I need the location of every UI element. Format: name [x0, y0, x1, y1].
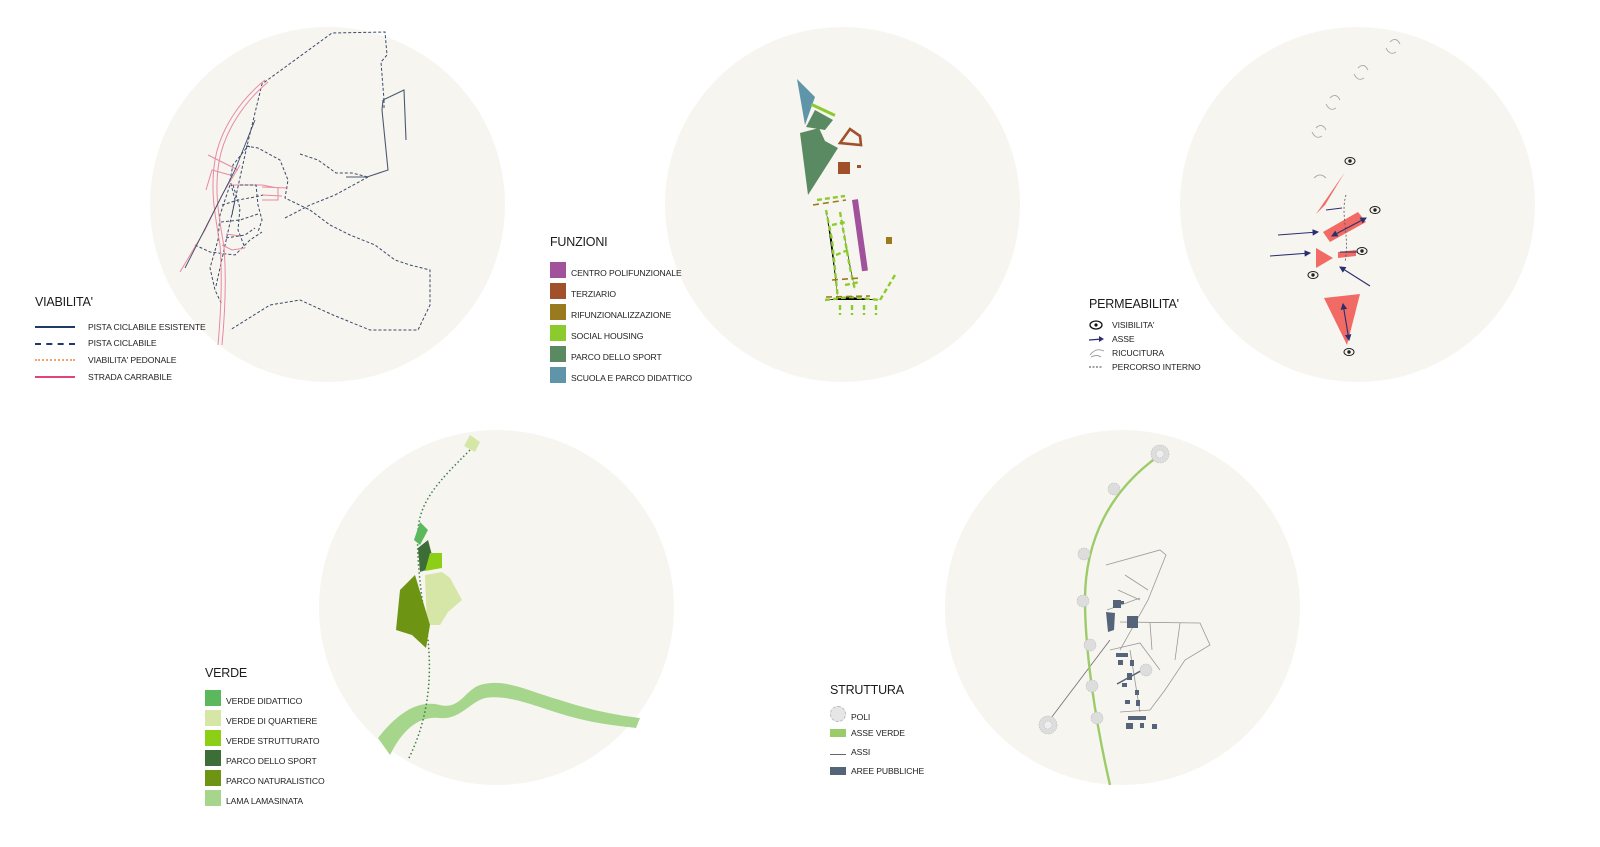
legend-item-verde-di-quartiere: VERDE DI QUARTIERE [205, 710, 325, 726]
legend-label: VISIBILITA' [1112, 320, 1155, 330]
verde-legend-title: VERDE [205, 666, 248, 680]
legend-item-visibilita: VISIBILITA' [1089, 320, 1201, 330]
struttura-legend-title: STRUTTURA [830, 683, 904, 697]
legend-item-social-housing: SOCIAL HOUSING [550, 325, 692, 341]
legend-item-rifunzionalizzazione: RIFUNZIONALIZZAZIONE [550, 304, 692, 320]
legend-label: PARCO DELLO SPORT [226, 756, 317, 766]
color-swatch [830, 729, 846, 737]
color-swatch [205, 770, 221, 786]
legend-label: ASSE [1112, 334, 1135, 344]
legend-label: VIABILITA' PEDONALE [88, 355, 177, 365]
legend-item-parco-naturalistico: PARCO NATURALISTICO [205, 770, 325, 786]
legend-label: AREE PUBBLICHE [851, 766, 925, 776]
legend-label: VERDE STRUTTURATO [226, 736, 320, 746]
legend-item-viabilita-pedonale: VIABILITA' PEDONALE [35, 355, 206, 365]
funzioni-legend-title: FUNZIONI [550, 235, 608, 249]
verde-legend: VERDE VERDE DIDATTICO VERDE DI QUARTIERE… [205, 666, 325, 806]
legend-item-verde-strutturato: VERDE STRUTTURATO [205, 730, 325, 746]
legend-label: VERDE DI QUARTIERE [226, 716, 318, 726]
color-swatch [550, 325, 566, 341]
legend-label: CENTRO POLIFUNZIONALE [571, 268, 682, 278]
dotted-line-icon [35, 356, 75, 364]
legend-item-parco-dello-sport: PARCO DELLO SPORT [205, 750, 325, 766]
legend-label: LAMA LAMASINATA [226, 796, 303, 806]
color-swatch [205, 710, 221, 726]
funzioni-map-circle [665, 27, 1020, 382]
legend-item-asse-verde: ASSE VERDE [830, 728, 924, 738]
legend-item-verde-didattico: VERDE DIDATTICO [205, 690, 325, 706]
pole-circle-icon [830, 706, 846, 722]
legend-item-terziario: TERZIARIO [550, 283, 692, 299]
legend-item-lama-lamasinata: LAMA LAMASINATA [205, 790, 325, 806]
color-swatch [550, 262, 566, 278]
stitch-arrows-icon [1089, 348, 1105, 358]
legend-label: STRADA CARRABILE [88, 372, 172, 382]
legend-item-poli: POLI [830, 706, 924, 722]
viabilita-map-circle [150, 27, 505, 382]
legend-label: ASSE VERDE [851, 728, 905, 738]
permeabilita-map-circle [1180, 27, 1535, 382]
eye-icon [1089, 320, 1105, 330]
dashed-line-icon [1089, 362, 1105, 372]
legend-label: POLI [851, 712, 871, 722]
color-swatch [550, 283, 566, 299]
verde-map-circle [319, 430, 674, 785]
eye-icons [1307, 157, 1381, 356]
legend-item-scuola-e-parco-didattico: SCUOLA E PARCO DIDATTICO [550, 367, 692, 383]
legend-item-pista-ciclabile: PISTA CICLABILE [35, 338, 206, 348]
color-swatch [205, 750, 221, 766]
legend-label: ASSI [851, 747, 871, 757]
solid-line-icon [35, 323, 75, 331]
color-swatch [550, 367, 566, 383]
color-swatch [205, 730, 221, 746]
line-icon [830, 753, 846, 755]
legend-label: TERZIARIO [571, 289, 616, 299]
legend-item-strada-carrabile: STRADA CARRABILE [35, 372, 206, 382]
dashed-line-icon [35, 339, 75, 347]
legend-label: PARCO NATURALISTICO [226, 776, 325, 786]
color-swatch [550, 304, 566, 320]
legend-label: PISTA CICLABILE [88, 338, 157, 348]
legend-item-pista-ciclabile-esistente: PISTA CICLABILE ESISTENTE [35, 322, 206, 332]
legend-item-parco-dello-sport: PARCO DELLO SPORT [550, 346, 692, 362]
legend-item-centro-polifunzionale: CENTRO POLIFUNZIONALE [550, 262, 692, 278]
legend-label: PISTA CICLABILE ESISTENTE [88, 322, 206, 332]
color-swatch [205, 790, 221, 806]
struttura-legend: STRUTTURA POLI ASSE VERDE ASSI AREE PUBB… [830, 683, 924, 776]
legend-item-percorso-interno: PERCORSO INTERNO [1089, 362, 1201, 372]
permeabilita-legend: PERMEABILITA' VISIBILITA' ASSE RICUCITUR… [1088, 297, 1201, 372]
legend-item-aree-pubbliche: AREE PUBBLICHE [830, 766, 924, 776]
legend-label: RIFUNZIONALIZZAZIONE [571, 310, 672, 320]
color-swatch [205, 690, 221, 706]
viabilita-legend-title: VIABILITA' [35, 295, 93, 309]
solid-line-icon [35, 373, 75, 381]
legend-item-assi: ASSI [830, 747, 924, 757]
legend-label: VERDE DIDATTICO [226, 696, 303, 706]
arrow-icon [1088, 334, 1105, 344]
legend-label: RICUCITURA [1112, 348, 1164, 358]
legend-label: PARCO DELLO SPORT [571, 352, 662, 362]
legend-label: SOCIAL HOUSING [571, 331, 644, 341]
funzioni-legend: FUNZIONI CENTRO POLIFUNZIONALE TERZIARIO… [550, 235, 692, 383]
legend-item-asse: ASSE [1088, 334, 1201, 344]
permeabilita-legend-title: PERMEABILITA' [1089, 297, 1179, 311]
viabilita-legend: VIABILITA' PISTA CICLABILE ESISTENTE PIS… [35, 295, 206, 382]
legend-label: PERCORSO INTERNO [1112, 362, 1201, 372]
legend-label: SCUOLA E PARCO DIDATTICO [571, 373, 692, 383]
color-swatch [550, 346, 566, 362]
legend-item-ricucitura: RICUCITURA [1089, 348, 1201, 358]
color-swatch [830, 767, 846, 775]
